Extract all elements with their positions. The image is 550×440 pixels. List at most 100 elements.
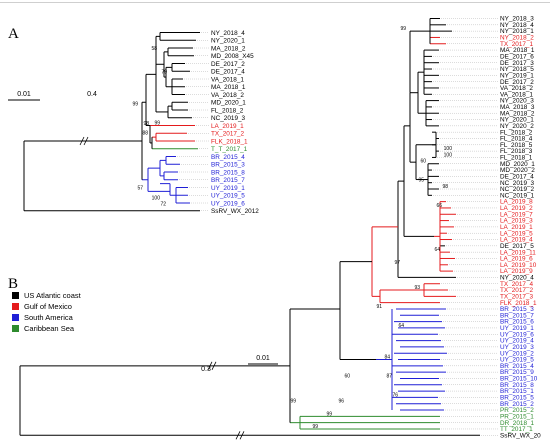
legend-swatch (12, 303, 19, 310)
tip-label-b: BR_2015_9 (500, 369, 534, 376)
tip-label-b: MD_2020_2 (500, 167, 535, 174)
support-value-b: 60 (420, 159, 426, 165)
legend-swatch (12, 325, 19, 332)
break-label-a: 0.4 (87, 91, 97, 98)
tip-label-b: TX_2017_3 (500, 293, 533, 300)
support-value-b: 99 (312, 424, 318, 430)
tip-label-b: LA_2019_5 (500, 230, 533, 237)
tip-label-b: NY_2018_4 (500, 22, 534, 29)
support-value-b: 60 (344, 373, 350, 379)
tip-label-a: DE_2017_2 (211, 61, 245, 68)
support-value-a: 99 (154, 121, 160, 127)
tip-label-b: BR_2015_5 (500, 395, 534, 402)
panel-a-letter: A (8, 26, 19, 42)
break-mark (239, 431, 245, 440)
tip-label-a: LA_2019_1 (211, 123, 244, 130)
break-mark (235, 431, 241, 440)
legend-swatch (12, 314, 19, 321)
tip-label-a: MA_2018_1 (211, 84, 246, 91)
tip-label-b: FL_2018_3 (500, 148, 533, 155)
tip-label-b: LA_2019_10 (500, 262, 537, 269)
tip-label-b: BR_2015_3 (500, 306, 534, 313)
top-rule (0, 2, 550, 3)
legend-swatch (12, 292, 19, 299)
tip-label-a: MD_2008_X45 (211, 53, 254, 60)
tip-label-b: MA_2018_1 (500, 47, 535, 54)
tip-label-b: LA_2019_9 (500, 268, 533, 275)
support-value-b: 87 (386, 373, 392, 379)
support-value-a: 88 (142, 130, 148, 136)
support-value-b: 76 (392, 392, 398, 398)
tip-label-a: BR_2015_8 (211, 169, 245, 176)
support-value-a: 58 (151, 46, 157, 52)
break-mark (211, 361, 217, 371)
tip-label-a: NY_2018_4 (211, 30, 245, 37)
tip-label-a: UY_2019_5 (211, 193, 245, 200)
tip-label-b: BR_2015_8 (500, 382, 534, 389)
support-value-b: 97 (394, 260, 400, 266)
tip-label-b: NY_2018_5 (500, 66, 534, 73)
tip-label-b: LA_2019_7 (500, 211, 533, 218)
legend-label: Gulf of Mexico (24, 302, 72, 311)
tip-label-b: NY_2018_1 (500, 28, 534, 35)
tip-label-b: VA_2018_1 (500, 91, 533, 98)
tip-label-a: FL_2018_2 (211, 107, 244, 114)
tip-label-a: BR_2015_3 (211, 162, 245, 169)
support-value-b: 99 (290, 399, 296, 405)
tip-label-b: DE_2017_4 (500, 173, 534, 180)
tip-label-a: DE_2017_4 (211, 69, 245, 76)
support-value-b: 100 (444, 152, 453, 158)
tip-label-a: UY_2019_6 (211, 200, 245, 207)
tip-label-b: SsRV_WX_20 (500, 432, 541, 439)
tip-label-b: MA_2018_2 (500, 110, 535, 117)
tip-label-b: NY_2020_2 (500, 123, 534, 130)
support-value-a: 98 (143, 121, 149, 127)
tip-label-b: DE_2017_6 (500, 53, 534, 60)
support-value-b: 98 (442, 184, 448, 190)
tip-label-b: TX_2017_1 (500, 41, 533, 48)
tip-label-b: LA_2019_4 (500, 237, 533, 244)
tip-label-b: DE_2017_2 (500, 79, 534, 86)
tip-label-b: LA_2019_1 (500, 224, 533, 231)
legend-label: US Atlantic coast (24, 291, 82, 300)
tree-panel-a: NY_2018_4NY_2020_1MA_2018_2MD_2008_X45DE… (8, 30, 259, 215)
tip-label-b: NY_2020_1 (500, 117, 534, 124)
tip-label-b: BR_2015_1 (500, 388, 534, 395)
tip-label-b: NC_2019_3 (500, 180, 535, 187)
tip-label-a: VA_2018_1 (211, 76, 244, 83)
tip-label-b: PR_2015_2 (500, 407, 534, 414)
tip-label-b: TX_2017_4 (500, 281, 533, 288)
tip-label-b: FL_2018_1 (500, 155, 533, 162)
tip-label-b: DE_2017_3 (500, 60, 534, 67)
tip-label-b: LA_2019_2 (500, 205, 533, 212)
tip-label-b: UY_2019_6 (500, 331, 534, 338)
tip-label-a: SsRV_WX_2012 (211, 208, 259, 215)
tip-label-b: MA_2018_3 (500, 104, 535, 111)
tip-label-a: MA_2018_2 (211, 45, 246, 52)
tip-label-b: TT_2017_1 (500, 426, 533, 433)
support-value-b: 91 (376, 304, 382, 310)
support-value-a: 99 (132, 101, 138, 107)
tip-label-b: UY_2019_3 (500, 344, 534, 351)
legend-label: Caribbean Sea (24, 324, 75, 333)
tree-panel-b: NY_2018_3NY_2018_4NY_2018_1NY_2018_2TX_2… (19, 16, 541, 440)
tip-label-b: NY_2020_4 (500, 275, 534, 282)
tip-label-b: NY_2018_3 (500, 16, 534, 23)
tip-label-b: UY_2019_2 (500, 350, 534, 357)
support-value-b: 64 (434, 247, 440, 253)
scale-label-b: 0.01 (256, 355, 270, 362)
support-value-a: 100 (152, 195, 161, 201)
tip-label-b: LA_2019_11 (500, 249, 536, 256)
tip-label-b: LA_2019_6 (500, 256, 533, 263)
support-value-a: 57 (137, 186, 143, 192)
tip-label-a: MD_2020_1 (211, 100, 246, 107)
tip-label-a: BR_2015_7 (211, 177, 245, 184)
tip-label-a: VA_2018_2 (211, 92, 244, 99)
tip-label-b: UY_2019_1 (500, 325, 534, 332)
tip-label-a: NY_2020_1 (211, 38, 245, 45)
tip-label-b: NY_2020_3 (500, 98, 534, 105)
break-mark (79, 136, 85, 146)
